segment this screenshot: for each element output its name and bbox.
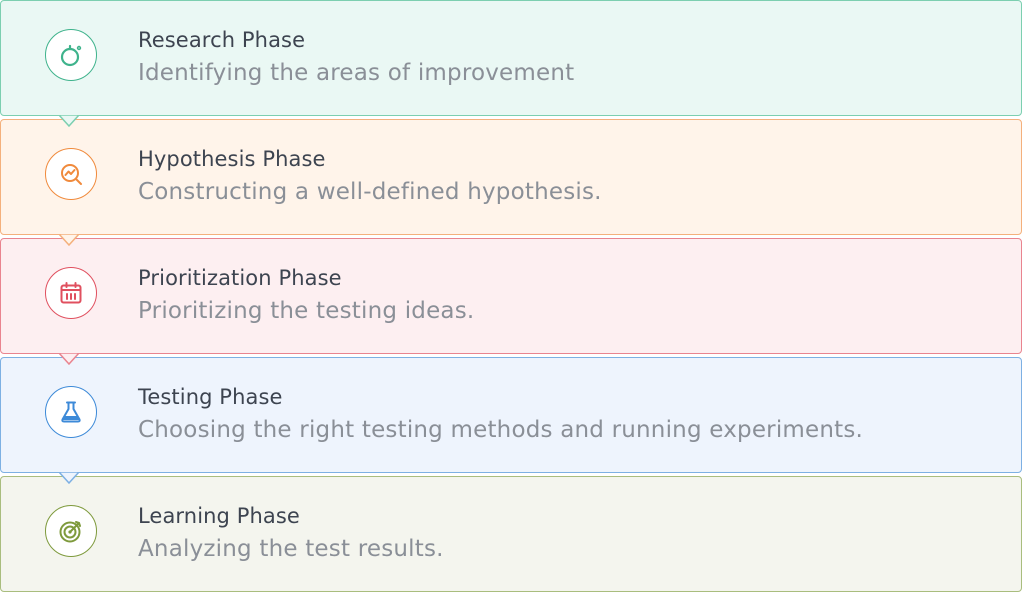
testing-phase-card: Testing Phase Choosing the right testing… [0, 357, 1022, 473]
phase-title: Research Phase [138, 28, 306, 52]
connector-arrow [59, 234, 79, 246]
phase-description: Prioritizing the testing ideas. [138, 298, 475, 324]
magnifier-chart-icon [45, 148, 97, 200]
connector-arrow [59, 472, 79, 484]
stopwatch-icon [45, 29, 97, 81]
target-icon [45, 505, 97, 557]
flask-icon [45, 386, 97, 438]
phase-description: Constructing a well-defined hypothesis. [138, 179, 602, 205]
phase-title: Learning Phase [138, 504, 300, 528]
phase-description: Analyzing the test results. [138, 536, 444, 562]
phase-title: Prioritization Phase [138, 266, 342, 290]
connector-arrow [59, 115, 79, 127]
phase-title: Testing Phase [138, 385, 283, 409]
learning-phase-card: Learning Phase Analyzing the test result… [0, 476, 1022, 592]
phase-description: Choosing the right testing methods and r… [138, 417, 864, 443]
phase-description: Identifying the areas of improvement [138, 60, 575, 86]
hypothesis-phase-card: Hypothesis Phase Constructing a well-def… [0, 119, 1022, 235]
connector-arrow [59, 353, 79, 365]
prioritization-phase-card: Prioritization Phase Prioritizing the te… [0, 238, 1022, 354]
phase-title: Hypothesis Phase [138, 147, 326, 171]
calendar-icon [45, 267, 97, 319]
research-phase-card: Research Phase Identifying the areas of … [0, 0, 1022, 116]
